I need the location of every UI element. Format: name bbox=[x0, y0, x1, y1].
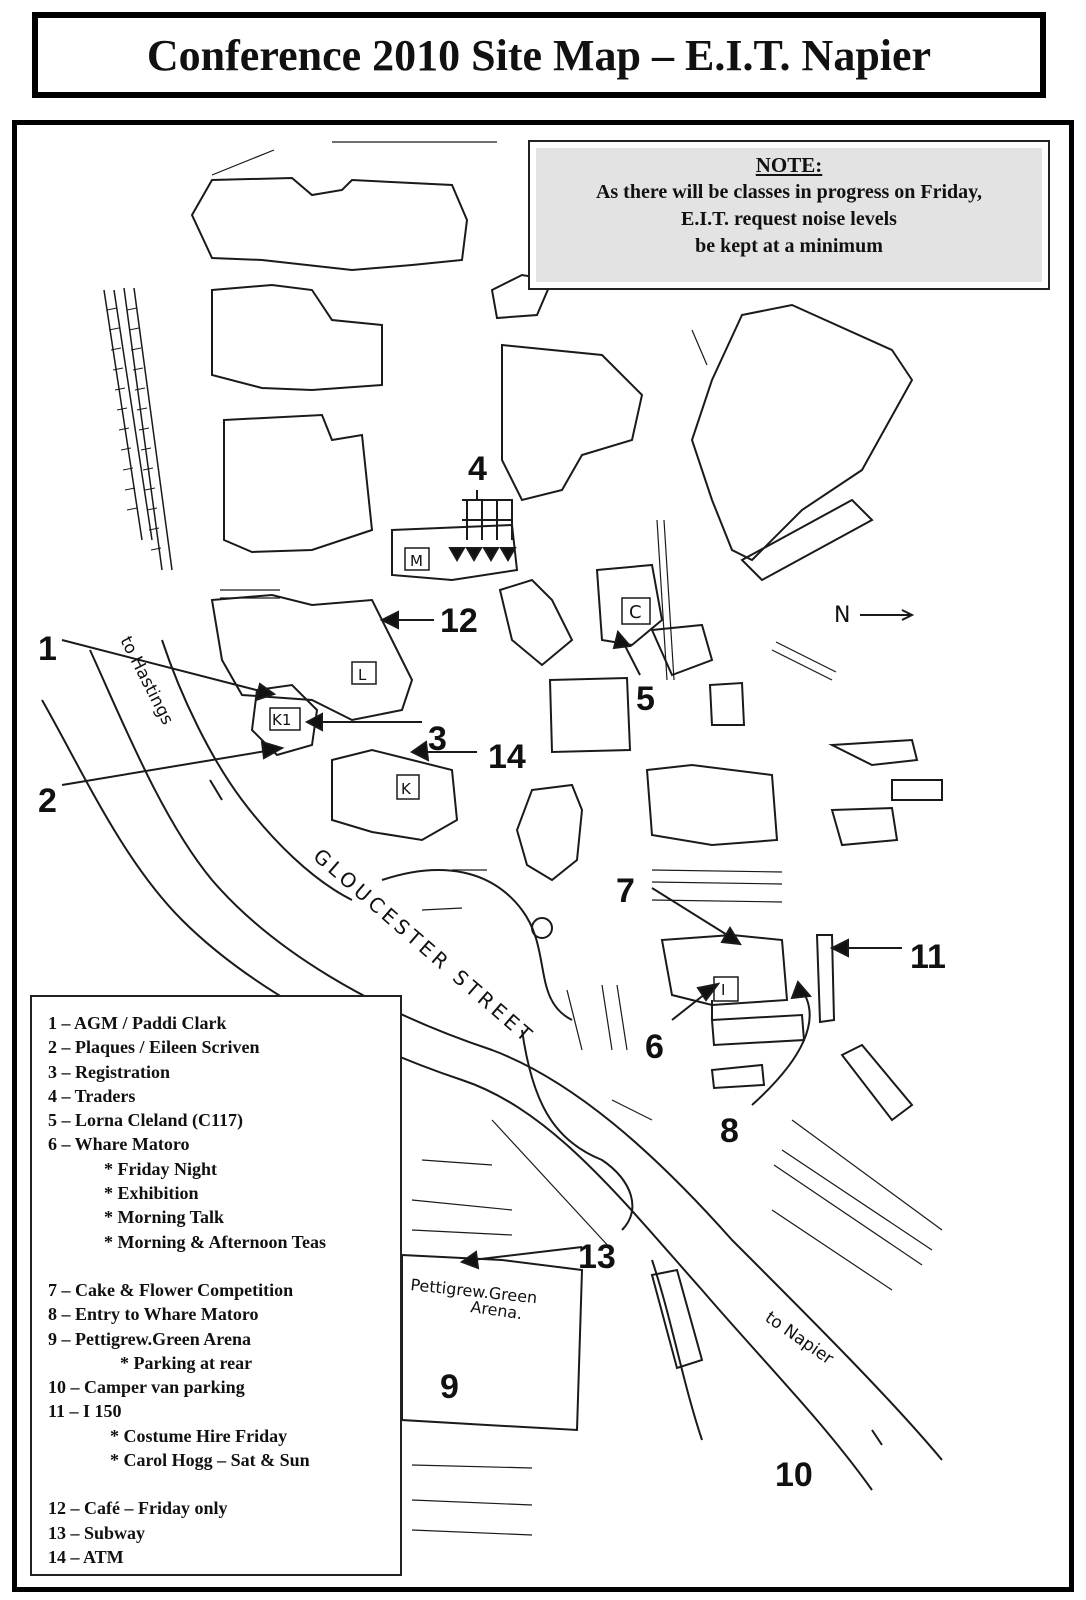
legend-sub-item: * Parking at rear bbox=[120, 1352, 253, 1373]
building-east bbox=[690, 303, 914, 562]
to-hastings-label: to Hastings bbox=[116, 633, 178, 728]
building-angled bbox=[840, 1043, 914, 1122]
legend-item-14: 14 – ATM bbox=[48, 1546, 124, 1567]
legend-item-11: 11 – I 150 bbox=[48, 1401, 122, 1422]
marker-11: 11 bbox=[910, 938, 946, 976]
building-label-L: L bbox=[358, 666, 367, 684]
marker-6: 6 bbox=[645, 1028, 664, 1066]
building-north bbox=[211, 283, 383, 392]
legend-item-10: 10 – Camper van parking bbox=[48, 1377, 245, 1398]
note-heading: NOTE: bbox=[755, 153, 823, 177]
north-arrow bbox=[860, 609, 915, 621]
marker-7: 7 bbox=[616, 872, 635, 910]
legend-sub-item: * Friday Night bbox=[104, 1158, 218, 1179]
legend-item-12: 12 – Café – Friday only bbox=[48, 1498, 228, 1519]
legend-spacer bbox=[48, 1472, 400, 1496]
legend-item-5: 5 – Lorna Cleland (C117) bbox=[48, 1110, 244, 1131]
page-title: Conference 2010 Site Map – E.I.T. Napier bbox=[32, 12, 1046, 98]
legend-sub-item: * Exhibition bbox=[104, 1183, 199, 1204]
building-east-far3 bbox=[830, 806, 899, 847]
building-square bbox=[548, 676, 632, 754]
parking-hatch-top bbox=[211, 141, 497, 176]
building-L bbox=[210, 593, 414, 722]
building-label-C: C bbox=[629, 602, 642, 623]
legend-sub-item: * Carol Hogg – Sat & Sun bbox=[110, 1450, 310, 1471]
legend-sub-item: * Morning & Afternoon Teas bbox=[104, 1231, 327, 1252]
legend-spacer bbox=[48, 1254, 400, 1278]
building-M bbox=[391, 523, 519, 582]
to-napier-label: to Napier bbox=[761, 1308, 837, 1369]
building-C-annex bbox=[650, 623, 714, 677]
marker-10: 10 bbox=[775, 1456, 813, 1494]
marker-4: 4 bbox=[468, 450, 487, 488]
building-label-K1: K1 bbox=[272, 711, 291, 729]
marker-5: 5 bbox=[636, 680, 655, 718]
marker-8: 8 bbox=[720, 1112, 739, 1150]
note-line: E.I.T. request noise levels bbox=[681, 208, 897, 230]
legend-item-13: 13 – Subway bbox=[48, 1522, 146, 1543]
gloucester-street-edge-south bbox=[41, 699, 873, 1491]
legend-item-8: 8 – Entry to Whare Matoro bbox=[48, 1304, 259, 1325]
building-arena bbox=[401, 1253, 584, 1432]
map-legend: 1 – AGM / Paddi Clark 2 – Plaques / Eile… bbox=[30, 995, 402, 1576]
parking-rows-west bbox=[103, 287, 173, 571]
note-line: be kept at a minimum bbox=[695, 235, 883, 257]
building-big-east bbox=[645, 763, 779, 847]
side-road bbox=[381, 869, 573, 1021]
building-x bbox=[498, 578, 574, 667]
building-label-M: M bbox=[410, 552, 423, 570]
legend-item-7: 7 – Cake & Flower Competition bbox=[48, 1279, 294, 1300]
building-letter-boxes bbox=[269, 547, 739, 1002]
building-label-I: I bbox=[721, 981, 725, 999]
building-south bbox=[650, 1268, 704, 1370]
gloucester-street-edge-north bbox=[89, 649, 943, 1461]
buildings bbox=[190, 176, 943, 1432]
building-central bbox=[501, 343, 644, 502]
marker-3: 3 bbox=[428, 720, 447, 758]
legend-item-2: 2 – Plaques / Eileen Scriven bbox=[48, 1037, 260, 1058]
building-tower bbox=[490, 273, 554, 320]
marker-2: 2 bbox=[38, 782, 57, 820]
legend-sub-item: * Costume Hire Friday bbox=[110, 1425, 288, 1446]
building-label-K: K bbox=[401, 780, 412, 798]
legend-item-6: 6 – Whare Matoro bbox=[48, 1134, 190, 1155]
legend-item-1: 1 – AGM / Paddi Clark bbox=[48, 1013, 227, 1033]
marker-arrows bbox=[61, 490, 902, 1446]
side-road bbox=[651, 1259, 703, 1441]
legend-item-9: 9 – Pettigrew.Green Arena bbox=[48, 1328, 251, 1349]
roundabout bbox=[531, 917, 553, 939]
building-K bbox=[331, 748, 459, 842]
marker-13: 13 bbox=[578, 1238, 616, 1276]
legend-item-4: 4 – Traders bbox=[48, 1085, 136, 1106]
marker-14: 14 bbox=[488, 738, 526, 776]
building-small bbox=[710, 1063, 766, 1090]
note-box: NOTE: As there will be classes in progre… bbox=[528, 140, 1050, 290]
note-line: As there will be classes in progress on … bbox=[595, 181, 983, 203]
building-small-square bbox=[708, 681, 746, 726]
parking-hatches-central bbox=[220, 329, 943, 1536]
building-hall bbox=[223, 413, 374, 554]
legend-sub-item: * Morning Talk bbox=[104, 1207, 225, 1228]
map-frame bbox=[12, 120, 1074, 1592]
building-east-wing bbox=[740, 498, 874, 582]
building-dome bbox=[515, 783, 584, 882]
legend-item-3: 3 – Registration bbox=[48, 1061, 170, 1082]
marker-12: 12 bbox=[440, 602, 478, 640]
building-north-top bbox=[190, 176, 469, 272]
marker-1: 1 bbox=[38, 630, 57, 668]
building-C bbox=[595, 563, 664, 647]
building-east-far bbox=[828, 738, 919, 767]
parking-hatch bbox=[106, 307, 162, 551]
building-K1 bbox=[250, 683, 319, 757]
north-label: N bbox=[834, 603, 850, 628]
marker-9: 9 bbox=[440, 1368, 459, 1406]
building-east-far2 bbox=[891, 779, 943, 801]
building-I150 bbox=[815, 934, 836, 1024]
building-I-wing bbox=[710, 1013, 806, 1047]
side-road bbox=[161, 639, 353, 901]
side-road bbox=[521, 1029, 634, 1231]
note-content: NOTE: As there will be classes in progre… bbox=[536, 148, 1042, 282]
